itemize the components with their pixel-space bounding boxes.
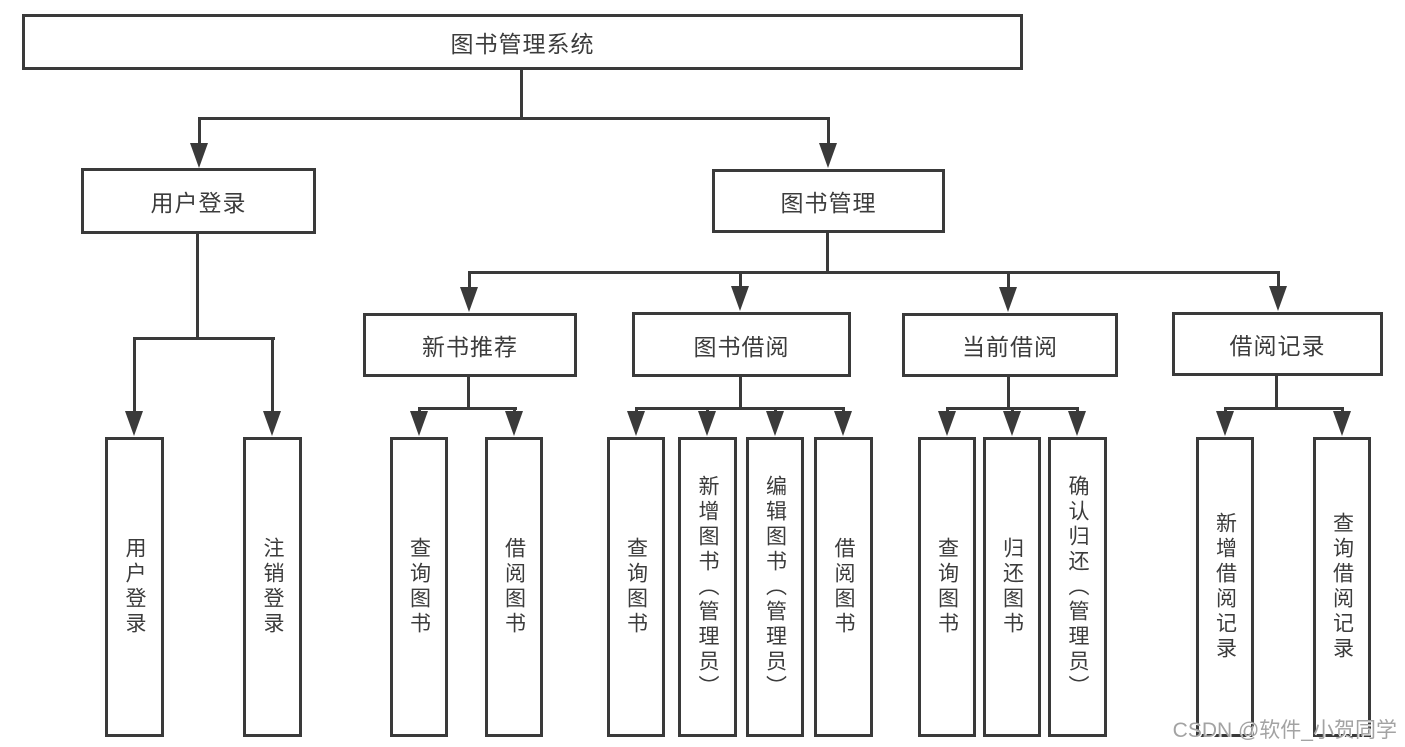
connector-arrow-shaft xyxy=(418,407,421,413)
arrowhead-down-icon xyxy=(190,143,208,168)
connector-bus xyxy=(635,407,845,410)
connector-arrow-shaft xyxy=(1076,407,1079,413)
leaf-query-borrow-record: 查询借阅记录 xyxy=(1313,437,1371,737)
connector-bus xyxy=(133,337,275,340)
connector-stem xyxy=(739,377,742,410)
leaf-return-books: 归还图书 xyxy=(983,437,1041,737)
leaf-add-borrow-record: 新增借阅记录 xyxy=(1196,437,1254,737)
connector-arrow-shaft xyxy=(827,117,830,145)
leaf-borrow-books-borrowing: 借阅图书 xyxy=(814,437,873,737)
leaf-label: 查询图书 xyxy=(935,537,959,637)
connector-arrow-shaft xyxy=(842,407,845,413)
connector-stem xyxy=(1007,377,1010,410)
connector-arrow-shaft xyxy=(1011,407,1014,413)
arrowhead-down-icon xyxy=(834,411,852,436)
leaf-borrow-books-recommend: 借阅图书 xyxy=(485,437,543,737)
connector-arrow-shaft xyxy=(468,271,471,289)
connector-arrow-shaft xyxy=(635,407,638,413)
node-library-management-system: 图书管理系统 xyxy=(22,14,1023,70)
arrowhead-down-icon xyxy=(125,411,143,436)
leaf-label: 编辑图书（管理员） xyxy=(763,474,787,700)
leaf-confirm-return-admin: 确认归还（管理员） xyxy=(1048,437,1107,737)
connector-bus xyxy=(468,271,1280,274)
connector-arrow-shaft xyxy=(513,407,516,413)
arrowhead-down-icon xyxy=(999,287,1017,312)
node-user-login: 用户登录 xyxy=(81,168,316,234)
connector-stem xyxy=(1275,376,1278,410)
connector-arrow-shaft xyxy=(133,337,136,413)
connector-arrow-shaft xyxy=(271,337,274,413)
arrowhead-down-icon xyxy=(1003,411,1021,436)
node-current-borrowing: 当前借阅 xyxy=(902,313,1118,377)
arrowhead-down-icon xyxy=(1333,411,1351,436)
watermark: CSDN @软件_小贺同学 xyxy=(1172,719,1397,742)
arrowhead-down-icon xyxy=(263,411,281,436)
connector-arrow-shaft xyxy=(1277,271,1280,288)
node-book-management: 图书管理 xyxy=(712,169,945,233)
leaf-query-books-borrowing: 查询图书 xyxy=(607,437,665,737)
leaf-label: 新增借阅记录 xyxy=(1213,512,1237,662)
arrowhead-down-icon xyxy=(1068,411,1086,436)
arrowhead-down-icon xyxy=(505,411,523,436)
arrowhead-down-icon xyxy=(731,286,749,311)
node-new-book-recommendation: 新书推荐 xyxy=(363,313,577,377)
leaf-add-books-admin: 新增图书（管理员） xyxy=(678,437,737,737)
leaf-label: 归还图书 xyxy=(1000,537,1024,637)
connector-bus xyxy=(418,407,517,410)
connector-arrow-shaft xyxy=(739,271,742,288)
leaf-user-login: 用户登录 xyxy=(105,437,164,737)
leaf-label: 确认归还（管理员） xyxy=(1066,474,1089,700)
arrowhead-down-icon xyxy=(410,411,428,436)
arrowhead-down-icon xyxy=(627,411,645,436)
leaf-label: 查询图书 xyxy=(624,537,648,637)
leaf-query-books-recommend: 查询图书 xyxy=(390,437,448,737)
leaf-label: 注销登录 xyxy=(261,537,284,637)
node-book-borrowing: 图书借阅 xyxy=(632,312,851,377)
leaf-label: 借阅图书 xyxy=(502,537,526,637)
arrowhead-down-icon xyxy=(698,411,716,436)
leaf-label: 查询图书 xyxy=(407,537,431,637)
connector-arrow-shaft xyxy=(198,117,201,145)
leaf-edit-books-admin: 编辑图书（管理员） xyxy=(746,437,804,737)
arrowhead-down-icon xyxy=(460,287,478,312)
connector-arrow-shaft xyxy=(1341,407,1344,413)
leaf-query-books-current: 查询图书 xyxy=(918,437,976,737)
leaf-label: 查询借阅记录 xyxy=(1330,512,1354,662)
connector-stem xyxy=(520,69,523,120)
arrowhead-down-icon xyxy=(819,143,837,168)
arrowhead-down-icon xyxy=(1269,286,1287,311)
connector-arrow-shaft xyxy=(774,407,777,413)
connector-bus xyxy=(1224,407,1344,410)
connector-arrow-shaft xyxy=(1224,407,1227,413)
leaf-label: 新增图书（管理员） xyxy=(696,474,719,700)
connector-arrow-shaft xyxy=(1007,271,1010,289)
arrowhead-down-icon xyxy=(1216,411,1234,436)
connector-stem xyxy=(196,234,199,340)
connector-arrow-shaft xyxy=(706,407,709,413)
connector-stem xyxy=(826,233,829,274)
leaf-logout-login: 注销登录 xyxy=(243,437,302,737)
connector-stem xyxy=(467,377,470,410)
connector-arrow-shaft xyxy=(946,407,949,413)
arrowhead-down-icon xyxy=(766,411,784,436)
arrowhead-down-icon xyxy=(938,411,956,436)
node-borrowing-records: 借阅记录 xyxy=(1172,312,1383,376)
leaf-label: 借阅图书 xyxy=(832,537,855,637)
leaf-label: 用户登录 xyxy=(123,537,146,637)
connector-bus xyxy=(198,117,830,120)
